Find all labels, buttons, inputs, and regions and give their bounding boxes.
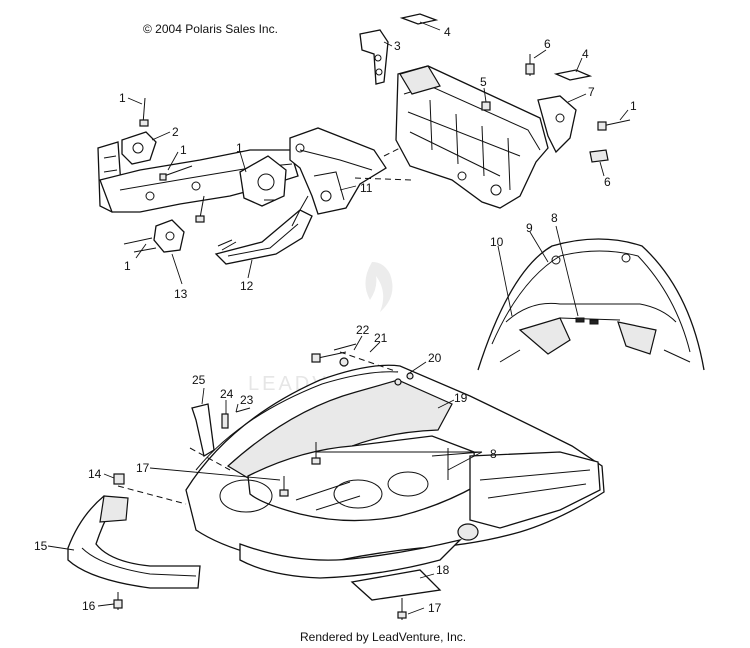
- callout-9: 9: [526, 221, 533, 235]
- callout-1: 1: [124, 259, 131, 273]
- callout-8: 8: [551, 211, 558, 225]
- callout-1: 1: [180, 143, 187, 157]
- callout-17: 17: [428, 601, 442, 615]
- hood-interior-inset: [477, 238, 705, 371]
- callout-8: 8: [490, 447, 497, 461]
- callout-4: 4: [582, 47, 589, 61]
- callout-4: 4: [444, 25, 451, 39]
- callout-1: 1: [119, 91, 126, 105]
- callout-5: 5: [480, 75, 487, 89]
- callout-23: 23: [240, 393, 254, 407]
- callout-1: 1: [630, 99, 637, 113]
- callout-25: 25: [192, 373, 206, 387]
- copyright-notice: © 2004 Polaris Sales Inc.: [143, 22, 278, 36]
- callout-17: 17: [136, 461, 150, 475]
- callout-labels: 1 2 1 1 1 13 12 11 3 4 4 5 6 6 7 1 8 9 1…: [34, 25, 637, 615]
- bulkhead-assembly: [359, 13, 631, 209]
- callout-6: 6: [604, 175, 611, 189]
- callout-6: 6: [544, 37, 551, 51]
- callout-24: 24: [220, 387, 234, 401]
- steering-support-bracket: [289, 127, 387, 227]
- callout-16: 16: [82, 599, 96, 613]
- callout-22: 22: [356, 323, 370, 337]
- callout-19: 19: [454, 391, 468, 405]
- render-credit: Rendered by LeadVenture, Inc.: [300, 630, 467, 644]
- callout-2: 2: [172, 125, 179, 139]
- callout-3: 3: [394, 39, 401, 53]
- callout-15: 15: [34, 539, 48, 553]
- callout-12: 12: [240, 279, 254, 293]
- callout-11: 11: [360, 181, 373, 195]
- front-frame-assembly: [97, 97, 313, 265]
- callout-10: 10: [490, 235, 504, 249]
- callout-13: 13: [174, 287, 188, 301]
- callout-20: 20: [428, 351, 442, 365]
- callout-18: 18: [436, 563, 450, 577]
- callout-21: 21: [374, 331, 388, 345]
- hood-assembly: [67, 343, 605, 620]
- callout-1: 1: [236, 141, 243, 155]
- leader-lines: [47, 21, 629, 615]
- callout-14: 14: [88, 467, 102, 481]
- callout-7: 7: [588, 85, 595, 99]
